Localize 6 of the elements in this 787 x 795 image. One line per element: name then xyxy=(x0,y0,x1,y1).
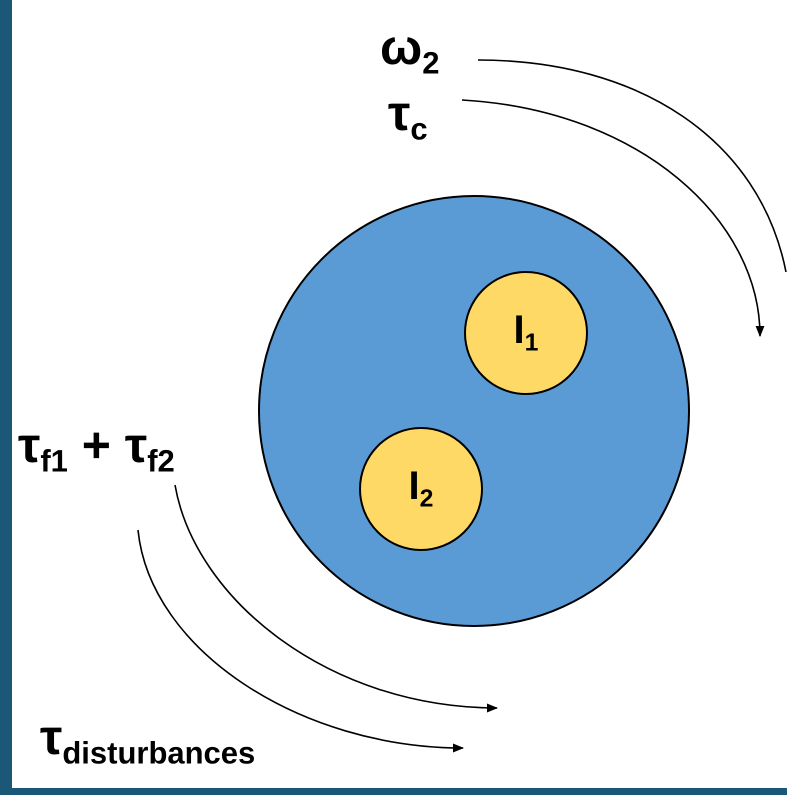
symbol-label: τ$_{disturbances}$ xyxy=(40,712,256,768)
symbol-label: τ$_{c}$ xyxy=(388,88,428,144)
symbol-label: ω$_{2}$ xyxy=(380,22,440,78)
symbol-label: τ$_{f1}$ + τ$_{f2}$ xyxy=(18,420,175,476)
inertia-label: I$_{1}$ xyxy=(514,310,538,356)
inertia-label: I$_{2}$ xyxy=(408,466,434,512)
